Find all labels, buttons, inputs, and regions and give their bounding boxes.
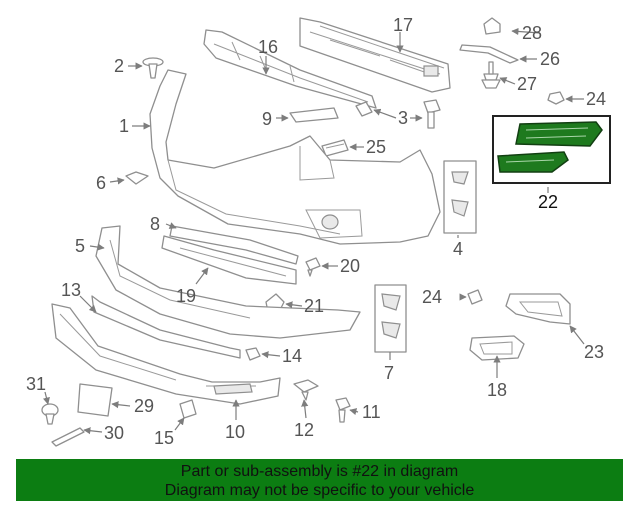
callout-24-lower: 24 xyxy=(422,287,442,307)
clip-24-lower-part[interactable] xyxy=(467,289,483,305)
clip-14-part[interactable] xyxy=(245,347,261,361)
leader-lines xyxy=(42,27,585,435)
callout-11: 11 xyxy=(362,402,381,422)
bolt-3-part[interactable] xyxy=(355,99,441,129)
callout-1: 1 xyxy=(119,116,129,136)
push-pin-2-part[interactable] xyxy=(142,57,164,79)
callout-9: 9 xyxy=(262,109,272,129)
callout-6: 6 xyxy=(96,173,106,193)
callout-29: 29 xyxy=(134,396,154,416)
callout-30: 30 xyxy=(104,423,124,443)
callout-31: 31 xyxy=(26,374,46,394)
bumper-cover-part[interactable] xyxy=(149,69,441,245)
clip-15-part[interactable] xyxy=(179,399,197,419)
callout-22: 22 xyxy=(538,192,558,212)
callout-23: 23 xyxy=(584,342,604,362)
bracket-9-part[interactable] xyxy=(289,107,339,123)
bracket-set-4-part[interactable] xyxy=(443,160,477,234)
callout-2: 2 xyxy=(114,56,124,76)
screw-25-part[interactable] xyxy=(321,139,349,157)
callout-3: 3 xyxy=(398,108,408,128)
callout-27: 27 xyxy=(517,74,537,94)
callout-25: 25 xyxy=(366,137,386,157)
lower-fascia-10-part[interactable] xyxy=(51,303,281,405)
callout-18: 18 xyxy=(487,380,507,400)
fog-lamp-18-part[interactable] xyxy=(469,335,525,361)
banner-line-disclaimer: Diagram may not be specific to your vehi… xyxy=(164,482,475,499)
callout-19: 19 xyxy=(176,286,196,306)
push-pin-27-part[interactable] xyxy=(481,61,501,89)
callout-26: 26 xyxy=(540,49,560,69)
screw-20-part[interactable] xyxy=(305,257,321,277)
lower-absorber-5-part[interactable] xyxy=(95,225,361,339)
molding-8-part[interactable] xyxy=(169,225,299,265)
bracket-set-7-part[interactable] xyxy=(374,284,407,353)
molding-26-part[interactable] xyxy=(459,44,519,64)
callout-12: 12 xyxy=(294,420,314,440)
highlighted-part-22[interactable] xyxy=(497,121,603,173)
callout-14: 14 xyxy=(282,346,302,366)
parts-diagram: 17 16 28 26 27 24 2 1 9 3 25 6 22 4 8 5 … xyxy=(26,15,611,448)
energy-absorber-part[interactable] xyxy=(203,29,377,109)
clip-28-part[interactable] xyxy=(483,17,501,35)
bolt-6-part[interactable] xyxy=(125,171,149,185)
callout-28: 28 xyxy=(522,23,542,43)
bolt-31-part[interactable] xyxy=(41,403,59,425)
callout-13: 13 xyxy=(61,280,81,300)
license-bracket-29-part[interactable] xyxy=(77,383,113,417)
impact-bar-part[interactable] xyxy=(299,17,451,93)
grille-19-part[interactable] xyxy=(161,235,297,285)
callout-17: 17 xyxy=(393,15,413,35)
callout-24-upper: 24 xyxy=(586,89,606,109)
bolt-11-part[interactable] xyxy=(335,397,351,423)
fog-lamp-bezel-23-part[interactable] xyxy=(505,293,571,325)
clip-12-part[interactable] xyxy=(293,379,319,401)
air-deflector-13-part[interactable] xyxy=(91,295,241,359)
callout-4: 4 xyxy=(453,239,463,259)
callout-labels: 17 16 28 26 27 24 2 1 9 3 25 6 22 4 8 5 … xyxy=(26,15,606,448)
callout-15: 15 xyxy=(154,428,174,448)
screw-30-part[interactable] xyxy=(51,427,85,447)
info-banner: Part or sub-assembly is #22 in diagram D… xyxy=(16,459,623,501)
callout-10: 10 xyxy=(225,422,245,442)
callout-21: 21 xyxy=(304,296,324,316)
banner-line-part: Part or sub-assembly is #22 in diagram xyxy=(180,463,459,480)
fastener-24-upper-part[interactable] xyxy=(547,91,565,105)
callout-7: 7 xyxy=(384,363,394,383)
callout-8: 8 xyxy=(150,214,160,234)
callout-20: 20 xyxy=(340,256,360,276)
callout-5: 5 xyxy=(75,236,85,256)
callout-16: 16 xyxy=(258,37,278,57)
